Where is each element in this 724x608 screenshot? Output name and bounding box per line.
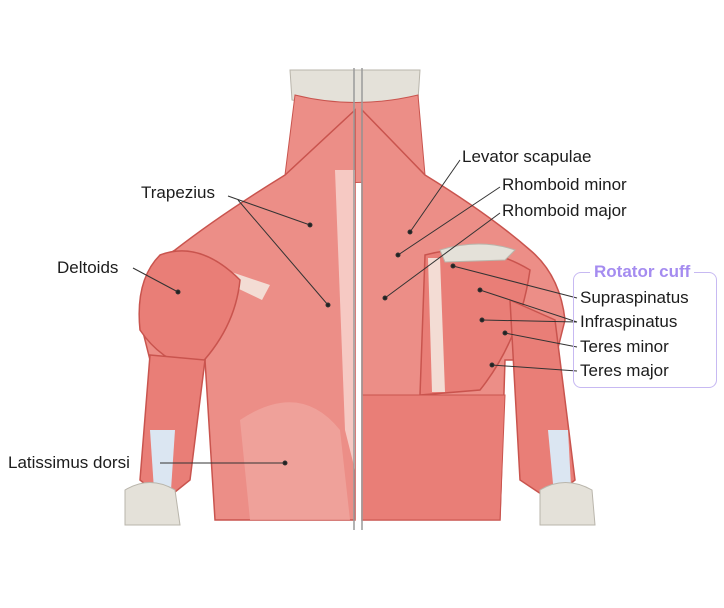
leader-lines xyxy=(132,159,578,466)
label-teres-major: Teres major xyxy=(580,361,669,380)
label-teres-minor: Teres minor xyxy=(580,337,669,356)
left-elbow-bone xyxy=(124,482,181,526)
latissimus-aponeurosis xyxy=(240,402,350,520)
lower-back-right xyxy=(361,394,506,521)
acromion-right xyxy=(439,243,516,263)
label-rhomboid-major: Rhomboid major xyxy=(502,201,627,220)
label-infraspinatus: Infraspinatus xyxy=(580,312,678,331)
label-levator-scapulae: Levator scapulae xyxy=(462,147,592,166)
label-deltoids: Deltoids xyxy=(57,258,119,277)
label-supraspinatus: Supraspinatus xyxy=(580,288,689,307)
left-arm xyxy=(139,354,206,501)
label-rhomboid-minor: Rhomboid minor xyxy=(502,175,627,194)
label-trapezius: Trapezius xyxy=(141,183,216,202)
right-elbow-bone xyxy=(539,482,596,526)
scapula-medial-border xyxy=(428,258,445,392)
rotator-cuff-title: Rotator cuff xyxy=(590,262,695,282)
label-latissimus-dorsi: Latissimus dorsi xyxy=(8,453,130,472)
trapezius-tendon xyxy=(335,170,355,470)
